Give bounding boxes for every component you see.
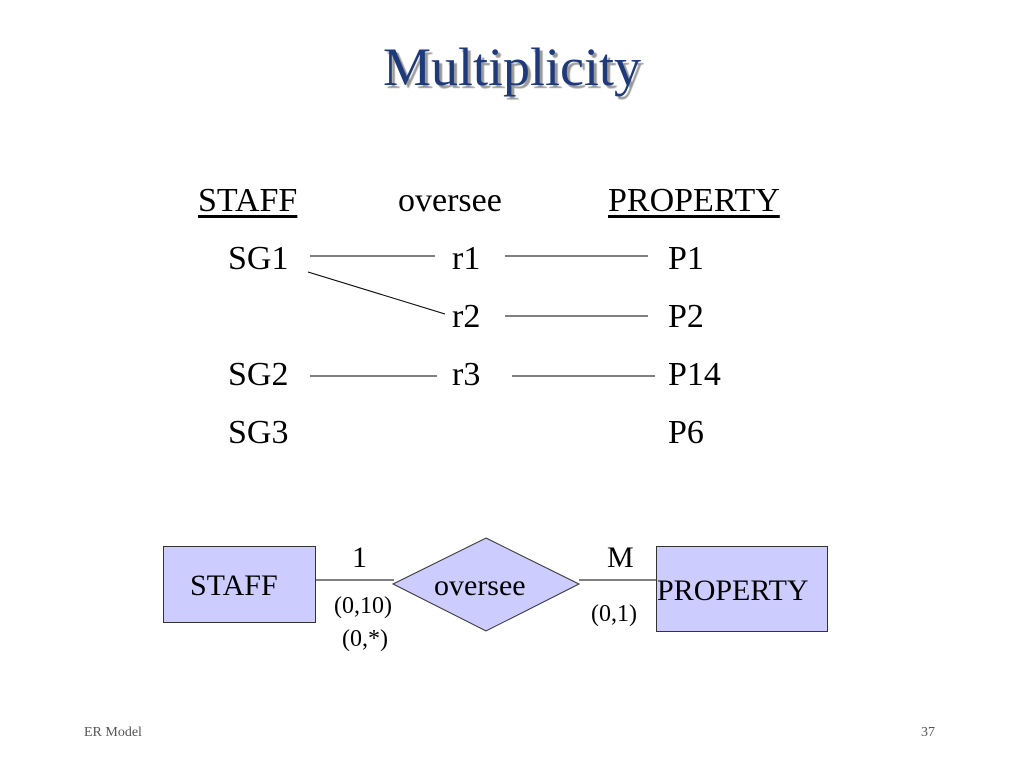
slide-title: Multiplicity (382, 37, 641, 97)
relationship-item-r2: r2 (452, 298, 481, 335)
staff-entity-box (163, 546, 316, 623)
property-item-p1: P1 (668, 240, 704, 277)
staff-entity-label: STAFF (190, 569, 278, 602)
right-cardinality: M (607, 541, 634, 574)
staff-item-sg3: SG3 (228, 414, 289, 451)
property-entity-box (656, 546, 828, 632)
footer-left-text: ER Model (84, 725, 142, 740)
property-item-p6: P6 (668, 414, 704, 451)
left-multiplicity-2: (0,*) (342, 626, 388, 652)
relationship-item-r1: r1 (452, 240, 481, 277)
slide-number: 37 (921, 725, 935, 740)
link-sg1-r2 (307, 271, 446, 315)
left-cardinality: 1 (352, 541, 367, 574)
right-multiplicity: (0,1) (591, 601, 637, 627)
property-entity-label: PROPERTY (657, 574, 809, 607)
relationship-diamond (391, 537, 581, 632)
relationship-item-r3: r3 (452, 356, 481, 393)
staff-item-sg1: SG1 (228, 240, 289, 277)
left-multiplicity-1: (0,10) (334, 593, 392, 619)
property-column-header: PROPERTY (608, 182, 780, 219)
staff-column-header: STAFF (198, 182, 298, 219)
property-item-p2: P2 (668, 298, 704, 335)
relationship-label: oversee (434, 569, 526, 602)
staff-item-sg2: SG2 (228, 356, 289, 393)
relationship-column-header: oversee (398, 182, 502, 219)
property-item-p14: P14 (668, 356, 721, 393)
